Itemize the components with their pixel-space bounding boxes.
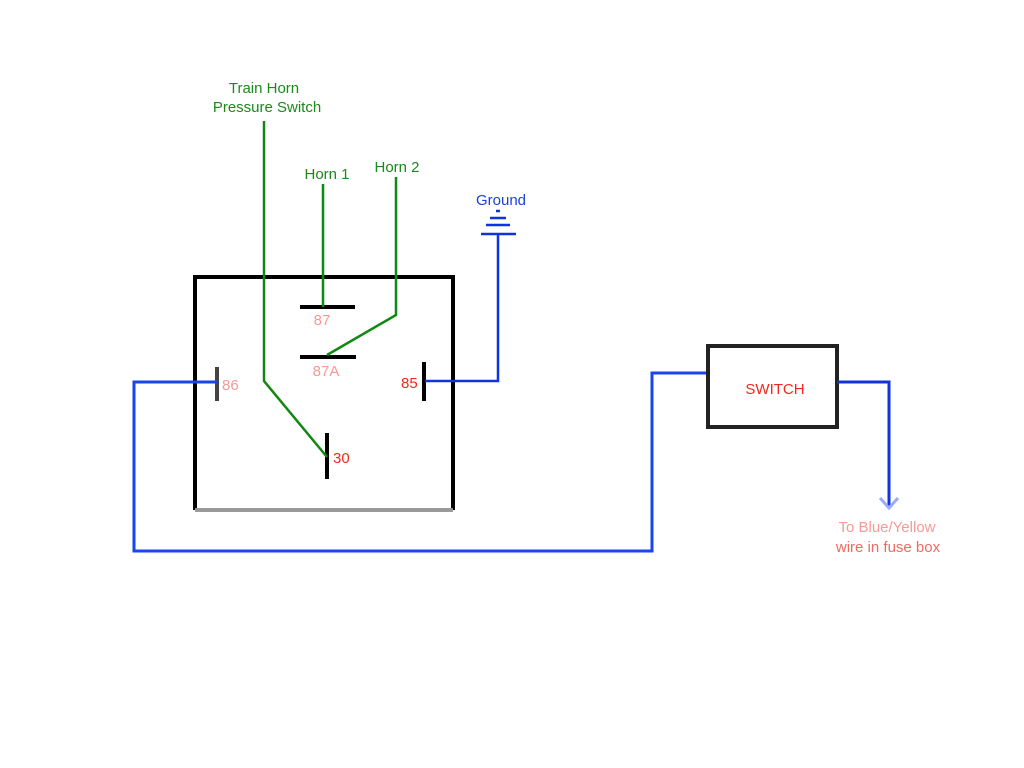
terminal-87a-label: 87A xyxy=(313,363,340,380)
arrow-down-icon xyxy=(878,496,900,511)
horn2-label: Horn 2 xyxy=(374,159,419,176)
terminal-86-to-switch-wire xyxy=(132,371,710,553)
horn2-wire xyxy=(326,177,398,357)
terminal-30-label: 30 xyxy=(333,450,350,467)
ground-wire xyxy=(425,234,500,383)
terminal-86-label: 86 xyxy=(222,377,239,394)
pressure-switch-wire xyxy=(262,121,328,458)
ground-label: Ground xyxy=(476,192,526,209)
switch-to-fuse-wire xyxy=(837,380,891,506)
switch-box[interactable] xyxy=(706,344,839,429)
fuse-note-line2: wire in fuse box xyxy=(835,539,941,556)
pressure-switch-label-line1: Train Horn xyxy=(229,80,299,97)
terminal-85-label: 85 xyxy=(401,375,418,392)
fuse-note-line1: To Blue/Yellow xyxy=(838,519,935,536)
ground-symbol xyxy=(481,209,516,236)
horn-wires xyxy=(262,121,398,458)
horn1-label: Horn 1 xyxy=(304,166,349,183)
pressure-switch-label-line2: Pressure Switch xyxy=(213,99,321,116)
switch-label: SWITCH xyxy=(745,381,804,398)
terminal-87-label: 87 xyxy=(314,312,331,329)
